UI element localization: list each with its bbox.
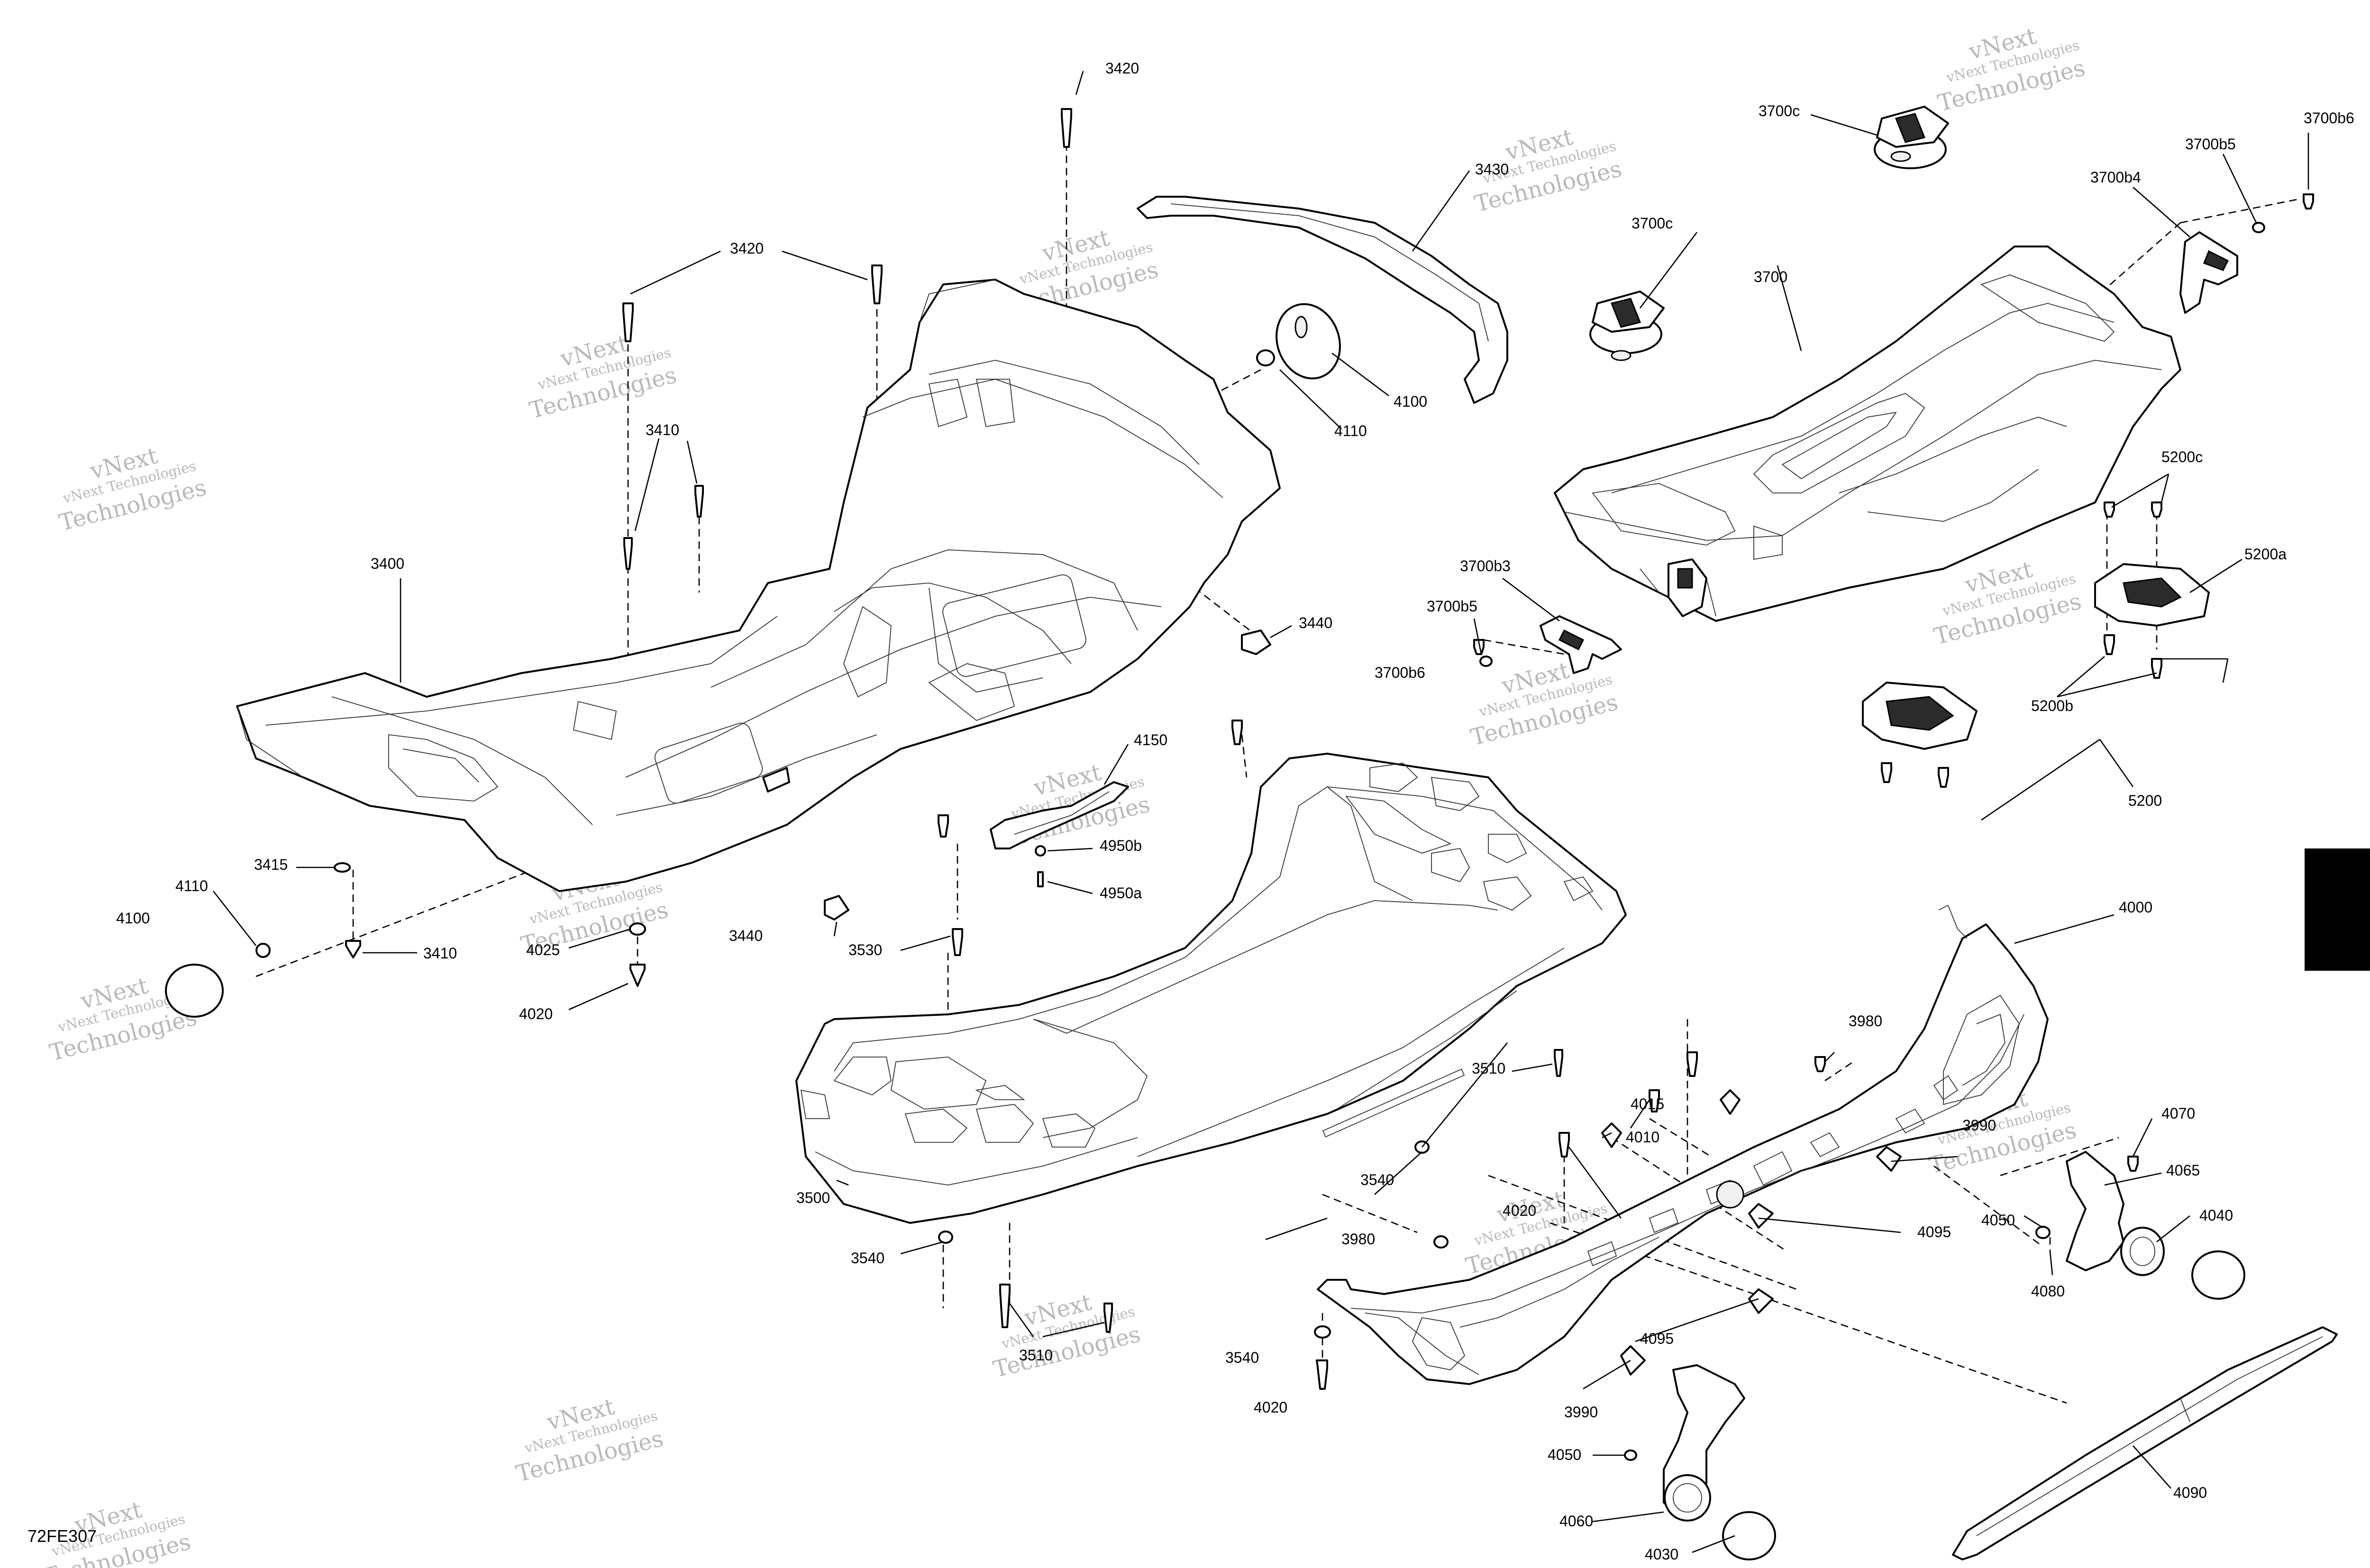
part-4040-cap	[2191, 1250, 2245, 1300]
part-3700-storage-lid	[1554, 246, 2181, 622]
part-4060-bracket	[1663, 1364, 1745, 1522]
label-4020-left: 4020	[519, 1005, 553, 1022]
part-4100-cap-lower	[165, 964, 224, 1018]
label-3415: 3415	[254, 856, 288, 873]
watermark-12: vNext Technologies vNext Technologies	[513, 1394, 666, 1487]
watermark-2: vNext Technologies vNext Technologies	[527, 330, 679, 424]
label-4110-lower: 4110	[175, 877, 208, 894]
label-4065: 4065	[2166, 1162, 2200, 1179]
label-4090: 4090	[2173, 1484, 2207, 1501]
label-3430: 3430	[1475, 161, 1509, 178]
label-3410-bottom: 3410	[423, 945, 457, 962]
label-3440-lower: 3440	[729, 927, 763, 944]
part-3400-front-bin	[236, 279, 1281, 892]
part-3440-clip-upper	[1241, 629, 1271, 655]
label-4150: 4150	[1134, 731, 1167, 748]
label-3700b6-mid: 3700b6	[1375, 664, 1425, 681]
label-5200b: 5200b	[2031, 697, 2073, 714]
label-4000: 4000	[2119, 899, 2152, 916]
part-4150-bracket	[990, 781, 1129, 849]
part-5200a-handle	[2094, 563, 2210, 627]
label-3510-right: 3510	[1472, 1060, 1505, 1077]
label-4025: 4025	[526, 941, 560, 958]
label-3990-right: 3990	[1962, 1117, 1996, 1134]
label-3980-top: 3980	[1849, 1012, 1882, 1030]
label-3700c-top: 3700c	[1759, 102, 1800, 119]
label-4110-upper: 4110	[1334, 422, 1367, 439]
fasteners	[255, 108, 2314, 1461]
label-3700c-mid: 3700c	[1632, 215, 1673, 232]
label-3400: 3400	[371, 555, 404, 572]
label-4020-bottom: 4020	[1254, 1399, 1287, 1416]
label-3420-top: 3420	[1105, 60, 1139, 77]
label-4020-mid: 4020	[1503, 1202, 1536, 1219]
part-4065-bracket	[2066, 1151, 2165, 1276]
part-3700-side-latch	[1668, 558, 1707, 617]
label-3700b4: 3700b4	[2090, 169, 2141, 186]
label-4950a: 4950a	[1100, 884, 1142, 902]
part-4090-trim-strip	[1952, 1326, 2338, 1560]
label-4050-right: 4050	[1981, 1212, 2015, 1229]
part-4030-cap	[1722, 1511, 1776, 1560]
label-4030: 4030	[1645, 1546, 1678, 1563]
part-3440-clip-lower	[824, 895, 849, 921]
label-4010: 4010	[1626, 1129, 1659, 1146]
label-4040: 4040	[2199, 1207, 2233, 1224]
label-4070: 4070	[2161, 1105, 2195, 1122]
label-4950b: 4950b	[1100, 837, 1142, 854]
label-4060: 4060	[1559, 1513, 1593, 1530]
label-3540-bottom: 3540	[1225, 1349, 1259, 1366]
label-3440-upper: 3440	[1299, 614, 1332, 631]
document-id: 72FE307	[27, 1526, 97, 1546]
label-3420-left: 3420	[730, 240, 764, 257]
label-3990-bottom: 3990	[1564, 1404, 1598, 1421]
label-4080: 4080	[2031, 1283, 2065, 1300]
label-3500: 3500	[796, 1189, 830, 1206]
part-4100-cap-upper	[1276, 303, 1341, 380]
part-3700c-latch-top	[1874, 106, 1949, 169]
label-3700b3: 3700b3	[1460, 557, 1511, 574]
label-3410-top: 3410	[646, 421, 679, 438]
section-tab	[2305, 848, 2370, 971]
label-5200: 5200	[2128, 792, 2162, 809]
label-4050-bottom: 4050	[1548, 1446, 1581, 1463]
label-3980-left: 3980	[1341, 1231, 1375, 1248]
label-3700b5-top: 3700b5	[2185, 136, 2236, 153]
part-5200-handle-lower	[1862, 682, 1978, 750]
watermark-1: vNext Technologies vNext Technologies	[56, 442, 209, 536]
label-3510-bottom: 3510	[1019, 1347, 1053, 1364]
label-3700: 3700	[1754, 268, 1787, 285]
part-3500-rack-frame	[795, 753, 1627, 1224]
label-5200c: 5200c	[2161, 448, 2203, 465]
label-3700b6-top: 3700b6	[2304, 109, 2354, 127]
label-4015: 4015	[1631, 1095, 1664, 1112]
label-5200a: 5200a	[2244, 546, 2287, 563]
label-3700b5-mid: 3700b5	[1427, 598, 1477, 615]
label-3540-left: 3540	[851, 1249, 884, 1267]
part-3700b3-bracket	[1540, 615, 1622, 674]
label-3530: 3530	[848, 941, 882, 958]
leader-lines	[212, 71, 2309, 1553]
label-4095-bottom: 4095	[1640, 1330, 1674, 1347]
label-4095-right: 4095	[1917, 1223, 1951, 1240]
watermark-5: vNext Technologies vNext Technologies	[1935, 23, 2088, 117]
label-4100-lower: 4100	[116, 910, 150, 927]
part-4000-rear-bumper	[1317, 904, 2049, 1385]
part-labels: 3420 3420 3430 3410 3400 4100 4110 3440 …	[116, 60, 2354, 1563]
part-3700c-latch-mid	[1589, 291, 1665, 361]
label-3540-mid: 3540	[1360, 1171, 1394, 1188]
label-4100-upper: 4100	[1394, 393, 1427, 410]
part-3700b4-bracket	[2179, 231, 2238, 314]
